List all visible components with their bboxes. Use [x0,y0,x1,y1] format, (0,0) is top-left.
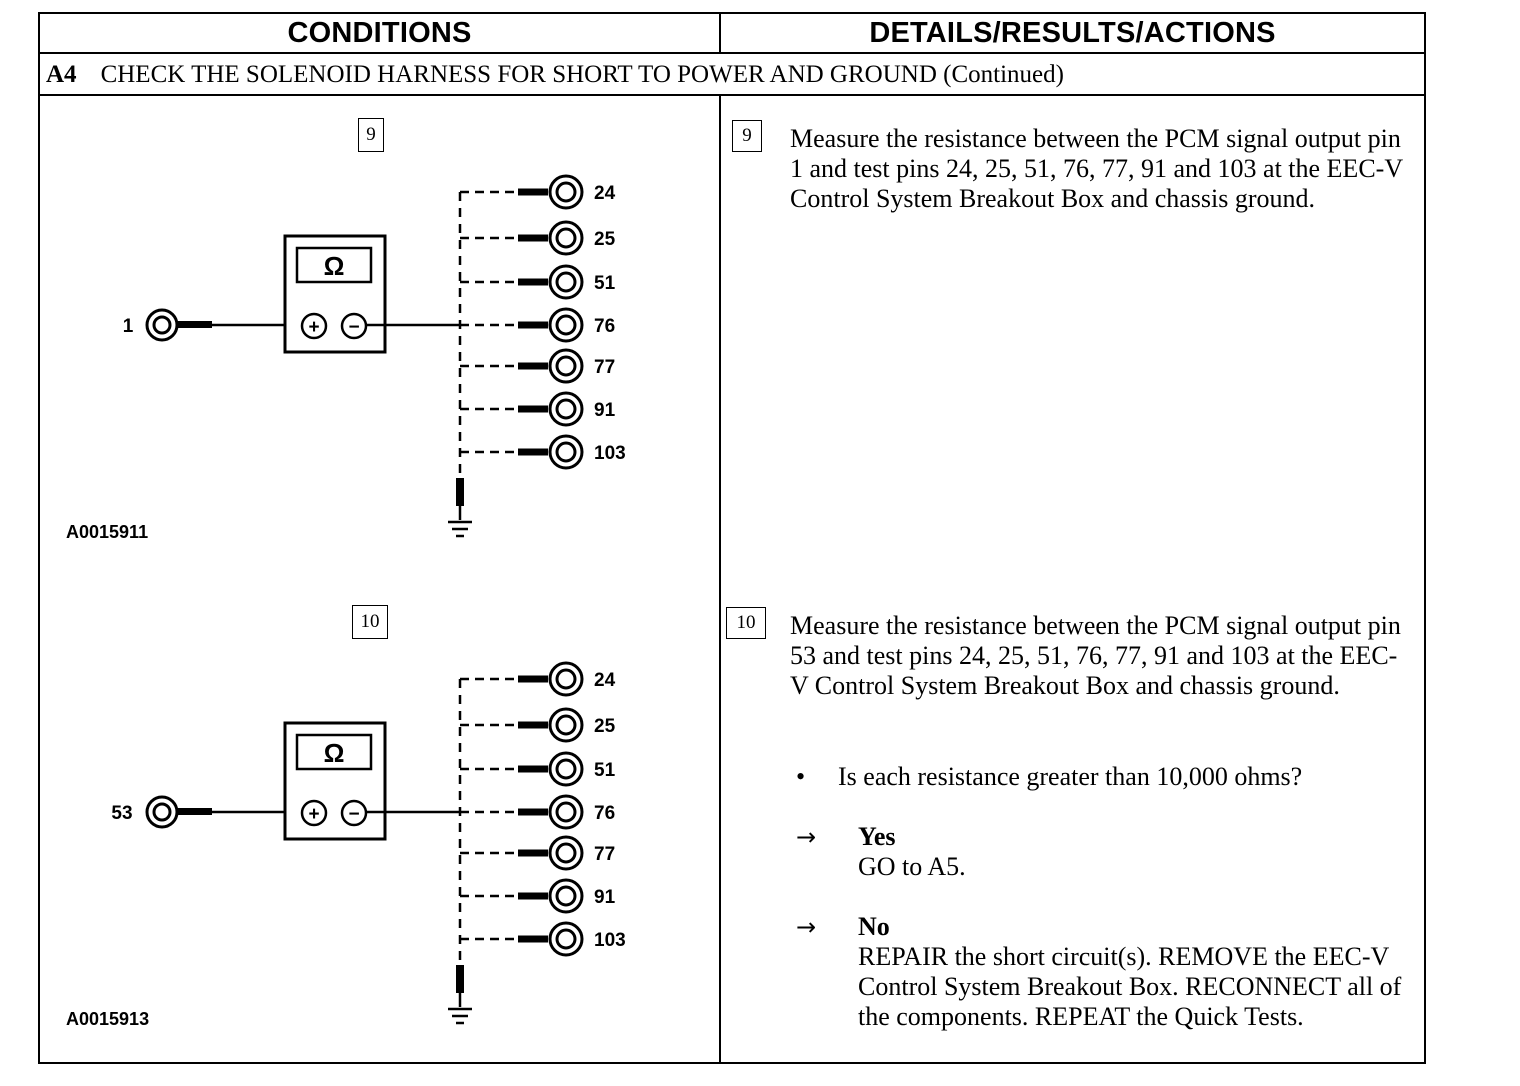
step-9-source-pin-label: 1 [123,316,134,337]
test-pin-icon [516,921,584,957]
step-10-instruction: Measure the resistance between the PCM s… [790,611,1401,700]
body-column-divider [719,94,721,1064]
step-9-number-box: 9 [732,120,762,152]
step-9-pin-label: 24 [594,183,616,204]
test-pin-icon [516,174,584,210]
step-10-number-box: 10 [726,607,766,639]
test-pin-icon [516,794,584,830]
section-code: A4 [46,61,77,88]
step-10-question: Is each resistance greater than 10,000 o… [838,762,1303,791]
test-pin-icon [516,264,584,300]
result-no-action: REPAIR the short circuit(s). REMOVE the … [858,942,1402,1031]
result-yes-label: Yes [858,822,896,851]
step-9-instruction: Measure the resistance between the PCM s… [790,124,1403,213]
header-divider [38,52,1426,54]
test-pin-icon [516,348,584,384]
step-10-pin-label: 24 [594,670,616,691]
step-10-source-pin-label: 53 [111,803,132,824]
step-9-ohm-symbol: Ω [324,251,345,281]
arrow-icon: → [796,823,817,851]
step-9-diagram: 1 Ω + − 24 25 51 [123,174,626,538]
step-10-diagram: 53 Ω + − 24 25 51 [111,661,626,1025]
step-10-source-pin-icon [145,795,212,829]
result-yes-action: GO to A5. [858,852,966,881]
conditions-header: CONDITIONS [287,17,472,49]
step-9-pin-label: 91 [594,400,616,421]
step-10-pin-label: 25 [594,716,616,737]
ground-symbol-icon [448,478,472,538]
step-10-test-pins: 24 25 51 76 77 91 103 [460,661,626,957]
ground-symbol-icon [448,965,472,1025]
header-column-divider [719,12,721,54]
step-10-pin-label: 91 [594,887,616,908]
result-no-label: No [858,912,890,941]
step-10-figure-id: A0015913 [66,1009,150,1029]
step-9-pin-label: 77 [594,357,615,378]
test-pin-icon [516,391,584,427]
step-9-pin-label: 25 [594,229,616,250]
question-bullet: • [796,762,806,791]
step-10-minus-terminal: − [348,804,359,825]
step-9-figure-number: 9 [358,118,384,152]
step-10-ohm-symbol: Ω [324,738,345,768]
step-10-pin-label: 103 [594,930,626,951]
step-9-minus-terminal: − [348,317,359,338]
test-pin-icon [516,661,584,697]
step-9-test-pins: 24 25 51 76 77 91 103 [460,174,626,470]
test-pin-icon [516,835,584,871]
step-9-pin-label: 51 [594,273,616,294]
details-header: DETAILS/RESULTS/ACTIONS [869,17,1276,49]
test-pin-icon [516,707,584,743]
step-9-source-pin-icon [145,308,212,342]
step-10-plus-terminal: + [308,804,319,825]
test-pin-icon [516,878,584,914]
test-pin-icon [516,751,584,787]
section-divider [38,94,1426,96]
ohmmeter-icon: Ω + − [283,721,387,841]
table-frame [38,12,1426,1064]
step-10-pin-label: 51 [594,760,616,781]
step-9-pin-label: 76 [594,316,615,337]
arrow-icon: → [796,913,817,941]
step-9-figure-id: A0015911 [66,522,149,542]
step-9-plus-terminal: + [308,317,319,338]
test-pin-icon [516,307,584,343]
test-pin-icon [516,220,584,256]
section-title: A4 CHECK THE SOLENOID HARNESS FOR SHORT T… [46,56,1064,94]
step-10-pin-label: 77 [594,844,615,865]
step-10-figure-number: 10 [352,605,388,639]
step-10-pin-label: 76 [594,803,615,824]
ohmmeter-icon: Ω + − [283,234,387,354]
section-heading: CHECK THE SOLENOID HARNESS FOR SHORT TO … [100,61,1064,88]
step-9-pin-label: 103 [594,443,626,464]
test-pin-icon [516,434,584,470]
